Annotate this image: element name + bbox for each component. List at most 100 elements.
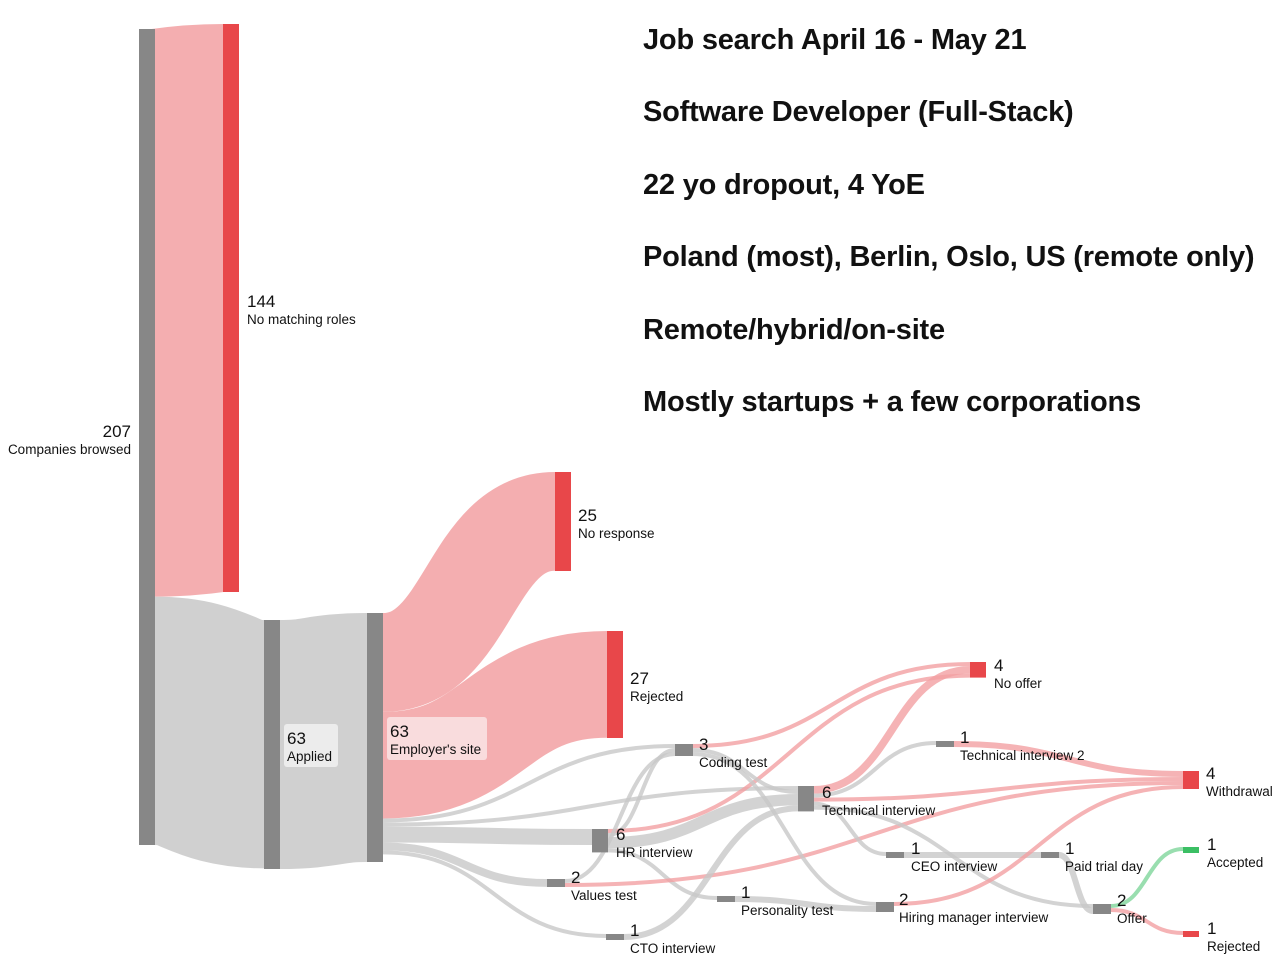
name-nomatch: No matching roles	[247, 312, 356, 327]
flow-offer-to-accepted	[1110, 847, 1184, 908]
node-accepted	[1183, 847, 1199, 853]
value-nomatch: 144	[247, 292, 275, 311]
node-tech	[798, 786, 814, 812]
name-withdrawal: Withdrawal	[1206, 784, 1273, 799]
name-trial: Paid trial day	[1065, 859, 1143, 874]
flow-site-to-values	[382, 842, 548, 887]
flow-browsed-to-applied	[150, 596, 269, 869]
value-browsed: 207	[103, 422, 131, 441]
node-rej2	[1183, 931, 1199, 937]
value-trial: 1	[1065, 839, 1074, 858]
headline-locations: Poland (most), Berlin, Oslo, US (remote …	[643, 241, 1255, 273]
flow-hr-to-personality	[607, 848, 718, 900]
headline-work-mode: Remote/hybrid/on-site	[643, 314, 945, 346]
value-rej2: 1	[1207, 919, 1216, 938]
value-noresp: 25	[578, 506, 597, 525]
value-tech2: 1	[960, 728, 969, 747]
node-ceo	[886, 852, 904, 858]
node-nooffer	[970, 662, 986, 678]
label-hr: 6HR interview	[616, 825, 693, 860]
value-cto: 1	[630, 921, 639, 940]
value-coding: 3	[699, 735, 708, 754]
node-tech2	[936, 741, 954, 747]
headline-role: Software Developer (Full-Stack)	[643, 96, 1074, 128]
headline-job-search-dates: Job search April 16 - May 21	[643, 24, 1027, 56]
value-nooffer: 4	[994, 656, 1003, 675]
flow-coding-to-nooffer	[692, 662, 971, 748]
flow-offer-to-rej2	[1110, 908, 1184, 935]
value-site: 63	[390, 722, 409, 741]
flow-tech-to-ceo	[813, 801, 887, 856]
name-applied: Applied	[287, 749, 332, 764]
flow-tech-to-tech2	[813, 741, 937, 798]
node-cto	[606, 934, 624, 940]
value-ceo: 1	[911, 839, 920, 858]
flow-coding-to-hm	[692, 752, 877, 906]
value-personality: 1	[741, 883, 750, 902]
flow-site-to-coding	[382, 744, 676, 823]
flow-site-to-rej1	[381, 631, 609, 819]
flow-cto-to-tech	[623, 805, 799, 940]
headline-profile: 22 yo dropout, 4 YoE	[643, 169, 925, 201]
value-withdrawal: 4	[1206, 764, 1215, 783]
value-hr: 6	[616, 825, 625, 844]
node-site	[367, 613, 383, 862]
name-hr: HR interview	[616, 845, 693, 860]
node-noresp	[555, 472, 571, 571]
node-withdrawal	[1183, 771, 1199, 789]
name-tech2: Technical interview 2	[960, 748, 1085, 763]
node-rej1	[607, 631, 623, 738]
name-cto: CTO interview	[630, 941, 716, 956]
flow-site-to-noresp	[378, 472, 560, 712]
name-ceo: CEO interview	[911, 859, 998, 874]
value-hm: 2	[899, 890, 908, 909]
name-browsed: Companies browsed	[8, 442, 131, 457]
flow-site-to-hr	[382, 826, 593, 845]
flow-trial-to-offer	[1058, 852, 1094, 914]
value-rej1: 27	[630, 669, 649, 688]
flow-personality-to-hm	[734, 896, 877, 912]
name-offer: Offer	[1117, 911, 1147, 926]
node-values	[547, 879, 565, 887]
name-personality: Personality test	[741, 903, 834, 918]
value-tech: 6	[822, 783, 831, 802]
flow-site-to-tech	[382, 786, 799, 827]
flow-tech2-to-withdrawal	[953, 741, 1184, 777]
flow-hr-to-nooffer	[607, 673, 971, 833]
flow-coding-to-tech	[692, 748, 799, 794]
label-box-site	[387, 717, 487, 760]
name-hm: Hiring manager interview	[899, 910, 1049, 925]
node-offer	[1093, 904, 1111, 914]
value-accepted: 1	[1207, 835, 1216, 854]
name-rej2: Rejected	[1207, 939, 1260, 954]
label-nooffer: 4No offer	[994, 656, 1042, 691]
flow-tech-to-withdrawal	[813, 777, 1184, 802]
value-values: 2	[571, 868, 580, 887]
name-accepted: Accepted	[1207, 855, 1263, 870]
node-coding	[675, 744, 693, 756]
flow-values-to-coding	[564, 752, 676, 883]
flow-site-to-cto	[382, 850, 607, 938]
name-nooffer: No offer	[994, 676, 1042, 691]
node-trial	[1041, 852, 1059, 858]
flow-values-to-withdrawal	[564, 781, 1184, 887]
node-personality	[717, 896, 735, 902]
flow-hm-to-withdrawal	[893, 785, 1184, 906]
name-site: Employer's site	[390, 742, 481, 757]
name-rej1: Rejected	[630, 689, 683, 704]
